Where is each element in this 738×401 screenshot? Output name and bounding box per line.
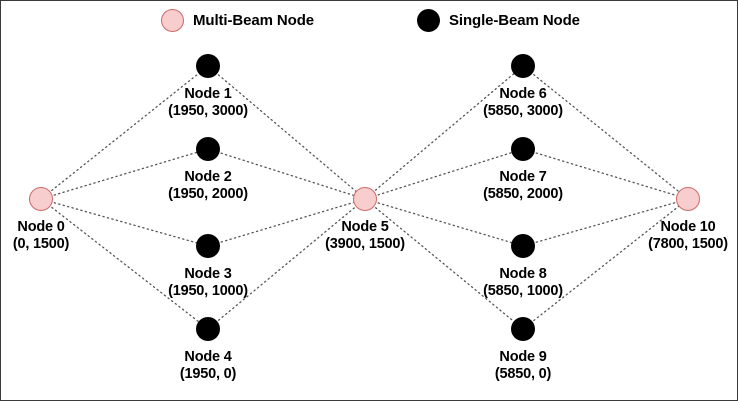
node-10[interactable]: [676, 187, 700, 211]
pink-circle-icon: [161, 9, 184, 32]
node-name-7: Node 7: [499, 169, 547, 185]
node-name-10: Node 10: [660, 219, 716, 235]
edge-7-10: [522, 148, 689, 200]
legend-label-single-beam: Single-Beam Node: [449, 12, 580, 29]
node-label-2: Node 2(1950, 2000): [168, 169, 248, 203]
edge-0-4: [40, 198, 209, 330]
node-coords-9: (5850, 0): [494, 366, 552, 382]
node-1[interactable]: [196, 54, 220, 78]
node-7[interactable]: [511, 137, 535, 161]
node-coords-0: (0, 1500): [12, 236, 70, 252]
node-4[interactable]: [196, 317, 220, 341]
node-0[interactable]: [29, 187, 53, 211]
edge-4-5: [207, 198, 366, 330]
node-name-4: Node 4: [184, 349, 232, 365]
node-name-6: Node 6: [499, 86, 547, 102]
node-coords-4: (1950, 0): [179, 366, 237, 382]
node-9[interactable]: [511, 317, 535, 341]
node-coords-7: (5850, 2000): [483, 186, 563, 202]
node-name-3: Node 3: [184, 266, 232, 282]
black-circle-icon: [417, 9, 440, 32]
node-6[interactable]: [511, 54, 535, 78]
edge-0-3: [40, 198, 209, 247]
edge-0-1: [40, 65, 209, 200]
node-label-3: Node 3(1950, 1000): [168, 266, 248, 300]
edge-8-10: [522, 198, 689, 247]
edge-9-10: [522, 198, 689, 330]
node-coords-3: (1950, 1000): [168, 283, 248, 299]
node-coords-10: (7800, 1500): [648, 236, 728, 252]
legend-label-multi-beam: Multi-Beam Node: [193, 12, 315, 29]
node-label-8: Node 8(5850, 1000): [483, 266, 563, 300]
node-name-1: Node 1: [184, 86, 232, 102]
edge-0-2: [40, 148, 209, 200]
node-name-0: Node 0: [17, 219, 65, 235]
node-coords-8: (5850, 1000): [483, 283, 563, 299]
legend: Multi-Beam Node Single-Beam Node: [1, 9, 737, 39]
node-8[interactable]: [511, 234, 535, 258]
node-5[interactable]: [353, 187, 377, 211]
node-3[interactable]: [196, 234, 220, 258]
edge-5-8: [364, 198, 524, 247]
edge-6-10: [522, 65, 689, 200]
node-coords-6: (5850, 3000): [483, 103, 563, 119]
legend-item-single-beam: Single-Beam Node: [417, 9, 580, 32]
node-label-5: Node 5(3900, 1500): [325, 219, 405, 253]
node-label-10: Node 10(7800, 1500): [648, 219, 728, 253]
node-label-1: Node 1(1950, 3000): [168, 86, 248, 120]
node-coords-2: (1950, 2000): [168, 186, 248, 202]
node-label-0: Node 0(0, 1500): [13, 219, 69, 253]
node-coords-5: (3900, 1500): [325, 236, 405, 252]
edge-1-5: [207, 65, 366, 200]
edge-5-7: [364, 148, 524, 200]
node-coords-1: (1950, 3000): [168, 103, 248, 119]
node-name-8: Node 8: [499, 266, 547, 282]
node-label-6: Node 6(5850, 3000): [483, 86, 563, 120]
edge-5-9: [364, 198, 524, 330]
node-label-4: Node 4(1950, 0): [180, 349, 236, 383]
node-label-9: Node 9(5850, 0): [495, 349, 551, 383]
node-name-2: Node 2: [184, 169, 232, 185]
node-name-9: Node 9: [499, 349, 547, 365]
edge-3-5: [207, 198, 366, 247]
node-2[interactable]: [196, 137, 220, 161]
legend-item-multi-beam: Multi-Beam Node: [161, 9, 314, 32]
node-label-7: Node 7(5850, 2000): [483, 169, 563, 203]
node-name-5: Node 5: [341, 219, 389, 235]
edge-2-5: [207, 148, 366, 200]
